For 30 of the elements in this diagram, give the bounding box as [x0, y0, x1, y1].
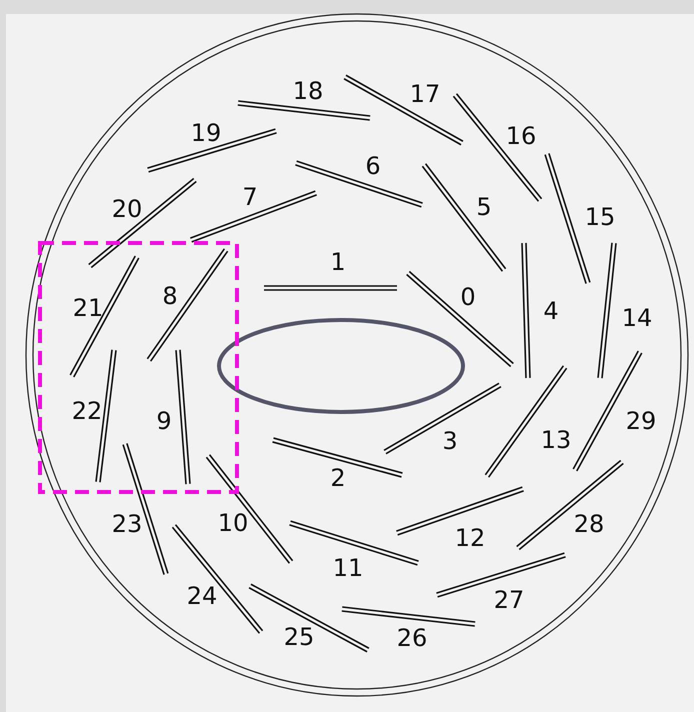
- segment-number: 10: [218, 511, 248, 535]
- segment-number: 4: [543, 299, 559, 323]
- segment-number: 2: [330, 466, 346, 490]
- segment-number: 13: [540, 428, 572, 452]
- segment-number: 8: [162, 284, 178, 308]
- segment-number: 0: [460, 285, 476, 309]
- segment-number: 14: [622, 306, 652, 330]
- segment-number: 15: [584, 205, 616, 229]
- segment-number: 22: [72, 399, 102, 423]
- segment-number: 11: [332, 556, 364, 580]
- segment-number: 17: [410, 82, 440, 106]
- segment-number: 25: [284, 625, 314, 649]
- segment-number: 29: [626, 409, 656, 433]
- segment-number: 9: [156, 409, 172, 433]
- segment-number: 7: [242, 185, 258, 209]
- segment-number: 24: [186, 584, 218, 608]
- segment-number: 26: [396, 626, 428, 650]
- segment-number: 18: [292, 79, 324, 103]
- segment-number: 6: [365, 154, 381, 178]
- segment-number: 23: [112, 512, 142, 536]
- segment-number: 3: [442, 429, 458, 453]
- segment-number: 16: [506, 124, 536, 148]
- segment-number: 5: [476, 195, 492, 219]
- segment-number: 12: [454, 526, 486, 550]
- segment-number: 1: [330, 250, 346, 274]
- segment-number: 27: [494, 588, 524, 612]
- segment-number: 21: [72, 296, 104, 320]
- segment-number: 28: [574, 512, 604, 536]
- segment-number: 20: [112, 197, 142, 221]
- segment-number: 19: [190, 121, 222, 145]
